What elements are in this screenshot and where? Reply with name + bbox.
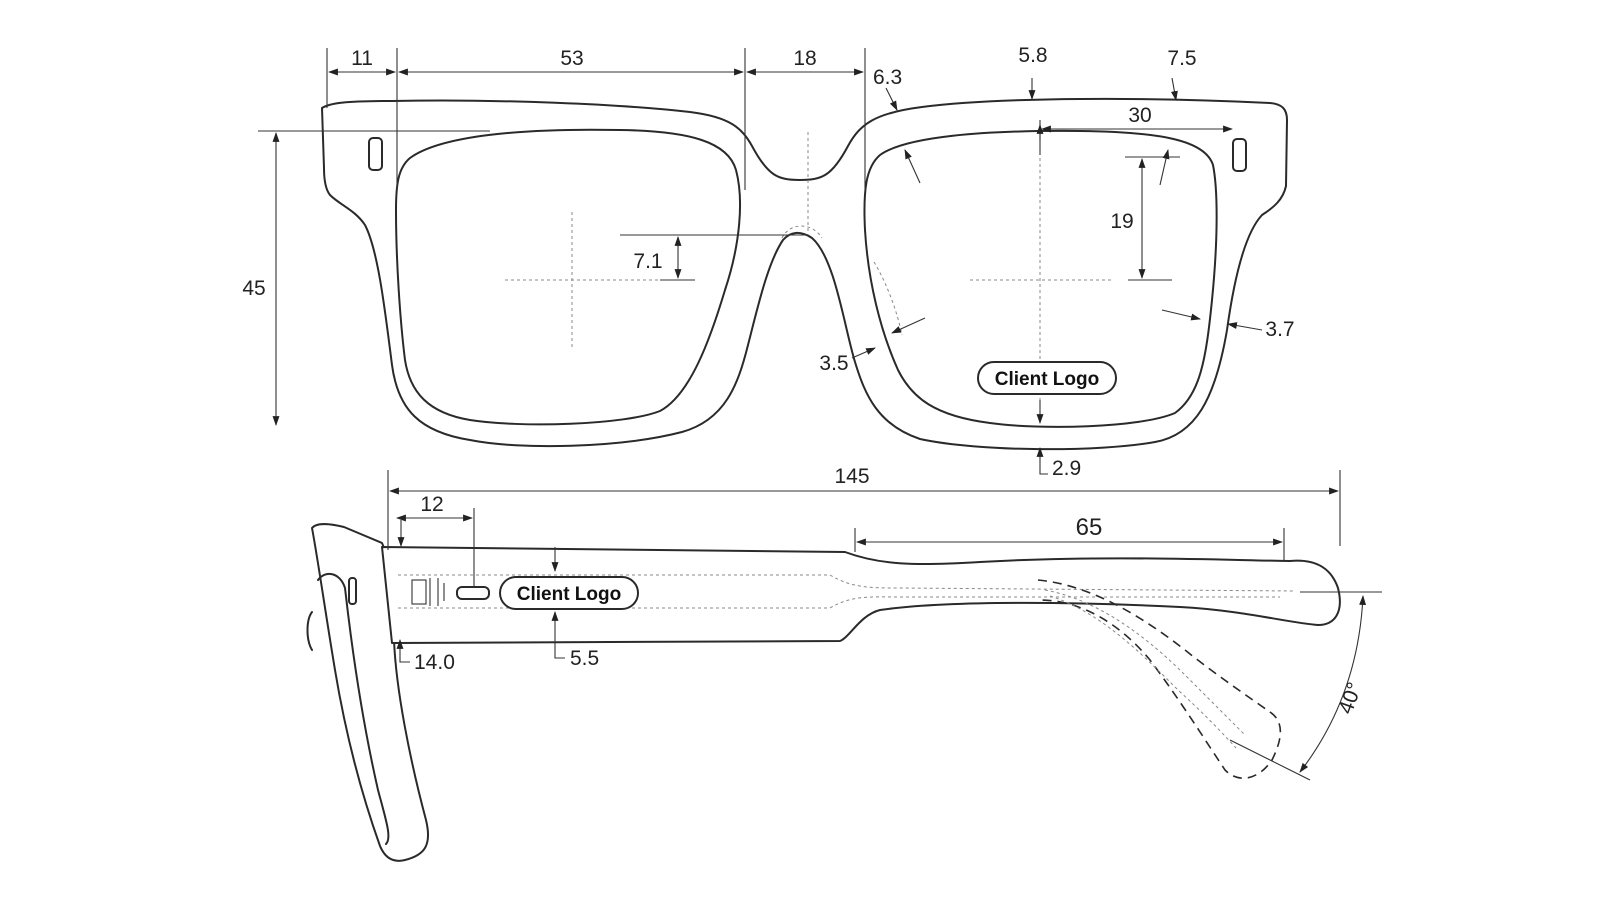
dim-bottom-rim: 2.9: [1052, 457, 1081, 480]
dim-bridge-width: 18: [793, 47, 816, 70]
side-extension-lines: [387, 470, 1382, 781]
dim-frame-height: 45: [242, 277, 265, 300]
front-dimension-lines: [272, 68, 1263, 475]
extension-lines: [258, 48, 1180, 281]
front-client-logo: Client Logo: [977, 361, 1117, 395]
dim-hinge-thickness: 14.0: [414, 651, 455, 674]
dim-temple-offset: 11: [351, 47, 373, 70]
side-hinge-window: [456, 586, 490, 600]
dim-temple-height: 5.5: [570, 647, 599, 670]
temple-core-wire-lower: [398, 596, 1280, 609]
left-lens: [395, 128, 742, 426]
dim-end-piece: 7.5: [1167, 47, 1196, 70]
side-view: Client Logo 145 12 65 14.0 5.5 40°: [306, 465, 1382, 862]
dim-top-rim: 5.8: [1018, 44, 1047, 67]
side-front-rim-inner: [317, 572, 390, 845]
front-logo-text: Client Logo: [995, 369, 1099, 390]
temple-folded-core-2: [1049, 595, 1237, 749]
left-hinge-slot: [368, 137, 383, 171]
dim-inner-rim-nose: 3.5: [819, 352, 848, 375]
dim-temple-bend: 65: [1076, 514, 1103, 541]
temple-folded-core: [1044, 589, 1246, 736]
dim-lens-center-to-hinge: 30: [1128, 104, 1151, 127]
dim-temple-length: 145: [834, 465, 869, 488]
right-hinge-slot: [1232, 138, 1247, 172]
nose-pad-outline: [781, 225, 823, 239]
side-dimension-lines: [389, 487, 1367, 773]
side-logo-text: Client Logo: [517, 584, 621, 605]
dim-lens-width: 53: [560, 47, 583, 70]
temple-core-wire: [398, 574, 1296, 592]
dim-bridge-top: 6.3: [873, 66, 902, 89]
hinge-detail: [411, 578, 490, 606]
temple-folded-position: [1037, 579, 1282, 779]
side-nose-pad: [306, 611, 313, 651]
front-view: Client Logo 11 53 18 6.3 5.8 7.5 30 19 7…: [242, 44, 1294, 480]
dim-vertical-center: 19: [1110, 210, 1133, 233]
side-client-logo: Client Logo: [499, 576, 639, 610]
dim-nose-pad-offset: 7.1: [633, 250, 662, 273]
side-hinge-slot: [348, 577, 357, 605]
dim-outer-rim: 3.7: [1265, 318, 1294, 341]
dim-logo-offset: 12: [420, 493, 443, 516]
dim-fold-angle: 40°: [1334, 679, 1366, 717]
